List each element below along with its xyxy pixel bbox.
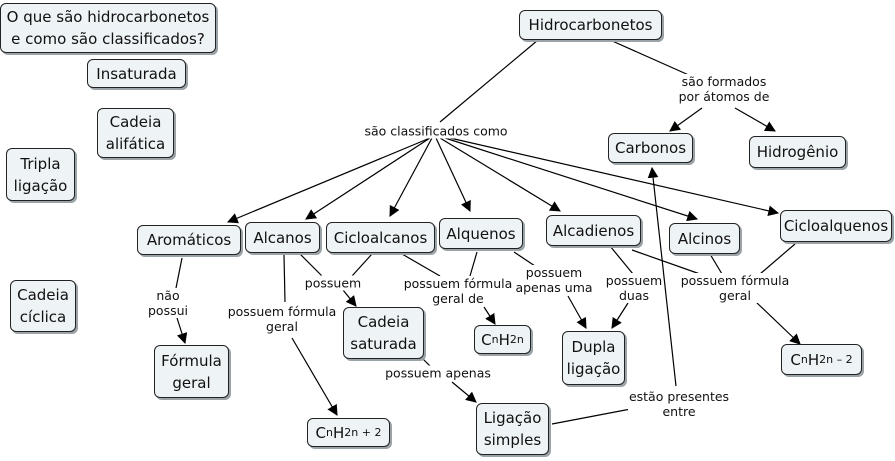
label-possuem: possuem bbox=[303, 275, 363, 291]
edge-formula-cnh2n2 bbox=[291, 337, 338, 416]
node-alcinos[interactable]: Alcinos bbox=[669, 223, 740, 254]
node-hidrogenio[interactable]: Hidrogênio bbox=[749, 136, 846, 168]
label-possuem-apenas-uma: possuem apenas uma bbox=[514, 265, 594, 295]
edge-alcinos-formula bbox=[709, 253, 723, 275]
edge-formula-cnh2n2minus bbox=[755, 301, 801, 345]
edge-cicloalcanos-formula bbox=[401, 253, 441, 277]
node-hidrocarbonetos[interactable]: Hidrocarbonetos bbox=[519, 10, 662, 40]
edge-cicloalquenos-formula bbox=[759, 243, 796, 275]
label-possuem-duas: possuem duas bbox=[604, 273, 664, 303]
edge-formados-hidrogenio bbox=[734, 107, 776, 132]
edge-class-cicloalquenos bbox=[449, 137, 780, 217]
edge-hidro-formados bbox=[609, 39, 701, 81]
edge-class-alcinos bbox=[444, 137, 699, 222]
edge-class-cicloalcanos bbox=[389, 137, 433, 217]
edge-alcanos-possuem bbox=[299, 253, 323, 277]
edge-cicloalcanos-possuem bbox=[351, 253, 373, 277]
edge-class-alcanos bbox=[305, 137, 431, 220]
label-possuem-formula-geral-de: possuem fórmula geral de bbox=[402, 276, 514, 306]
label-nao-possui: não possui bbox=[146, 288, 190, 318]
edge-naopossui-formula bbox=[176, 317, 188, 345]
edge-simples-presentes bbox=[551, 407, 637, 425]
edge-arom-naopossui bbox=[175, 257, 183, 289]
node-cadeia-saturada[interactable]: Cadeia saturada bbox=[343, 307, 424, 359]
node-cadeia-alifatica[interactable]: Cadeia alifática bbox=[97, 108, 174, 158]
label-possuem-apenas: possuem apenas bbox=[384, 365, 492, 381]
edge-class-alcadienos bbox=[439, 137, 561, 212]
edge-hidro-classificados bbox=[439, 39, 539, 123]
node-carbonos[interactable]: Carbonos bbox=[608, 133, 693, 163]
label-possuem-formula-geral-1: possuem fórmula geral bbox=[226, 304, 338, 334]
node-insaturada[interactable]: Insaturada bbox=[87, 59, 186, 88]
node-aromaticos[interactable]: Aromáticos bbox=[137, 225, 241, 255]
node-alcanos[interactable]: Alcanos bbox=[245, 222, 320, 253]
edge-class-alquenos bbox=[435, 137, 471, 212]
edge-duas-dupla bbox=[611, 302, 629, 329]
label-sao-formados: são formados por átomos de bbox=[677, 74, 771, 104]
node-tripla-ligacao[interactable]: Tripla ligação bbox=[6, 148, 75, 201]
label-possuem-formula-geral-2: possuem fórmula geral bbox=[679, 273, 791, 303]
label-sao-classificados: são classificados como bbox=[363, 123, 509, 139]
edge-alcanos-formula bbox=[283, 254, 286, 303]
edge-presentes-carbonos bbox=[647, 166, 677, 387]
edge-apenas-simples bbox=[451, 381, 477, 403]
edge-apenas-dupla bbox=[567, 295, 587, 329]
edge-formula-cnh2n bbox=[483, 306, 496, 325]
node-formula-geral[interactable]: Fórmula geral bbox=[154, 345, 229, 398]
node-dupla-ligacao[interactable]: Dupla ligação bbox=[562, 331, 625, 385]
label-estao-presentes: estão presentes entre bbox=[627, 389, 731, 419]
node-cicloalcanos[interactable]: Cicloalcanos bbox=[326, 222, 435, 253]
edge-alquenos-formula bbox=[469, 251, 478, 277]
node-cadeia-ciclica[interactable]: Cadeia cíclica bbox=[10, 280, 76, 332]
edge-possuem-saturada bbox=[342, 289, 357, 307]
node-cicloalquenos[interactable]: Cicloalquenos bbox=[780, 210, 892, 242]
node-alquenos[interactable]: Alquenos bbox=[439, 218, 523, 249]
edge-alcinos-dupla bbox=[631, 249, 701, 275]
edge-formados-carbonos bbox=[669, 107, 703, 132]
node-question[interactable]: O que são hidrocarbonetos e como são cla… bbox=[0, 3, 216, 53]
node-alcadienos[interactable]: Alcadienos bbox=[546, 215, 641, 246]
edge-class-aromaticos bbox=[227, 137, 431, 224]
node-ligacao-simples[interactable]: Ligação simples bbox=[476, 403, 549, 455]
edge-alcadienos-duas bbox=[609, 245, 634, 275]
